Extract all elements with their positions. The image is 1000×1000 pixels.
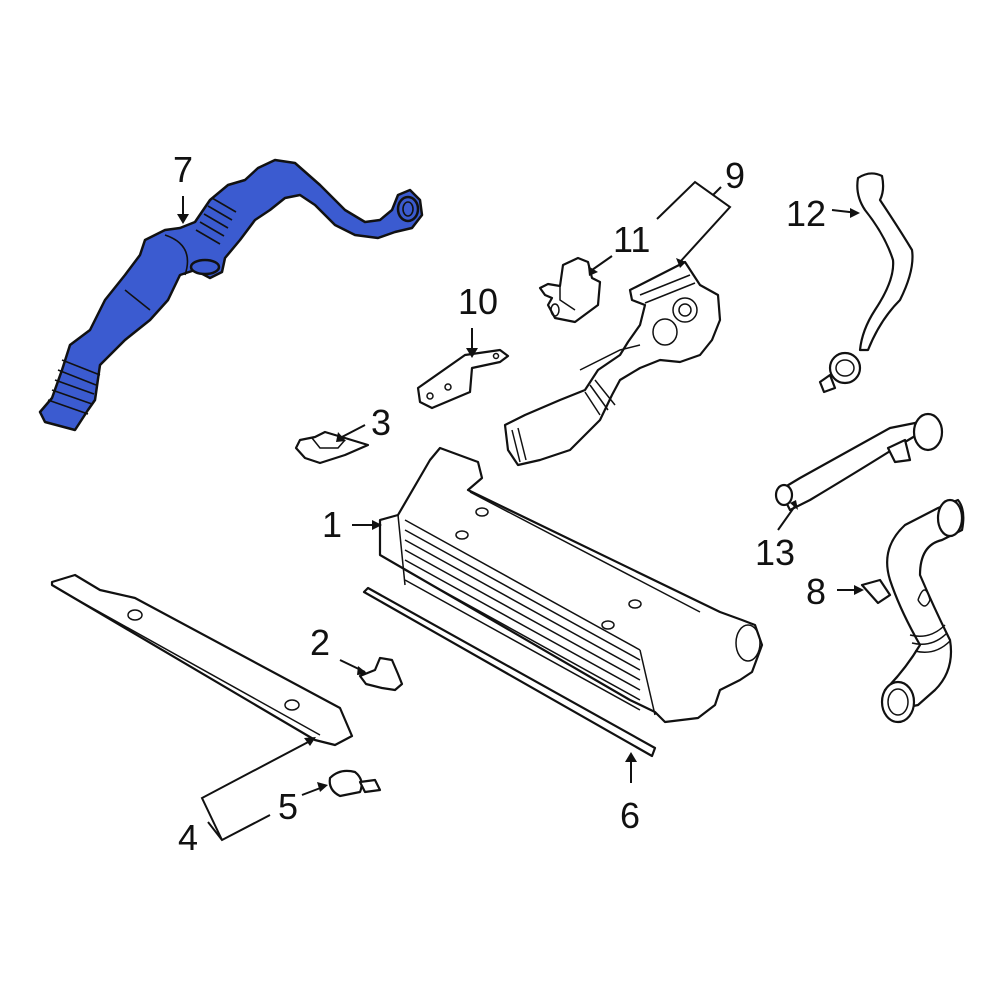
callout-6[interactable]: 6 — [620, 795, 641, 836]
part-13-vent-hose[interactable] — [774, 412, 944, 512]
callout-1[interactable]: 1 — [322, 504, 343, 545]
part-12-vent-hose[interactable] — [818, 172, 914, 394]
callout-3[interactable]: 3 — [371, 402, 392, 443]
callout-2[interactable]: 2 — [310, 622, 331, 663]
callout-7[interactable]: 7 — [173, 149, 194, 190]
callout-13[interactable]: 13 — [755, 532, 796, 573]
callout-5[interactable]: 5 — [278, 786, 299, 827]
callout-9[interactable]: 9 — [725, 155, 746, 196]
part-8-hose[interactable] — [860, 498, 965, 724]
part-7-charge-air-hose[interactable] — [38, 158, 424, 432]
callout-11[interactable]: 11 — [613, 219, 651, 260]
part-2-clip[interactable] — [358, 656, 404, 692]
part-5-clip[interactable] — [328, 769, 382, 798]
part-11-sensor[interactable] — [538, 256, 602, 324]
part-10-support-bracket[interactable] — [416, 348, 510, 410]
part-3-bracket[interactable] — [294, 430, 370, 465]
leader-lines — [177, 180, 864, 842]
callout-12[interactable]: 12 — [786, 193, 827, 234]
callout-8[interactable]: 8 — [806, 571, 827, 612]
part-9-charge-air-pipe[interactable] — [503, 260, 722, 467]
part-1-intercooler[interactable] — [378, 446, 764, 724]
callout-4[interactable]: 4 — [178, 817, 199, 858]
part-6-seal-strip[interactable] — [362, 586, 657, 758]
callout-10[interactable]: 10 — [458, 281, 499, 322]
part-4-air-deflector[interactable] — [50, 573, 354, 747]
